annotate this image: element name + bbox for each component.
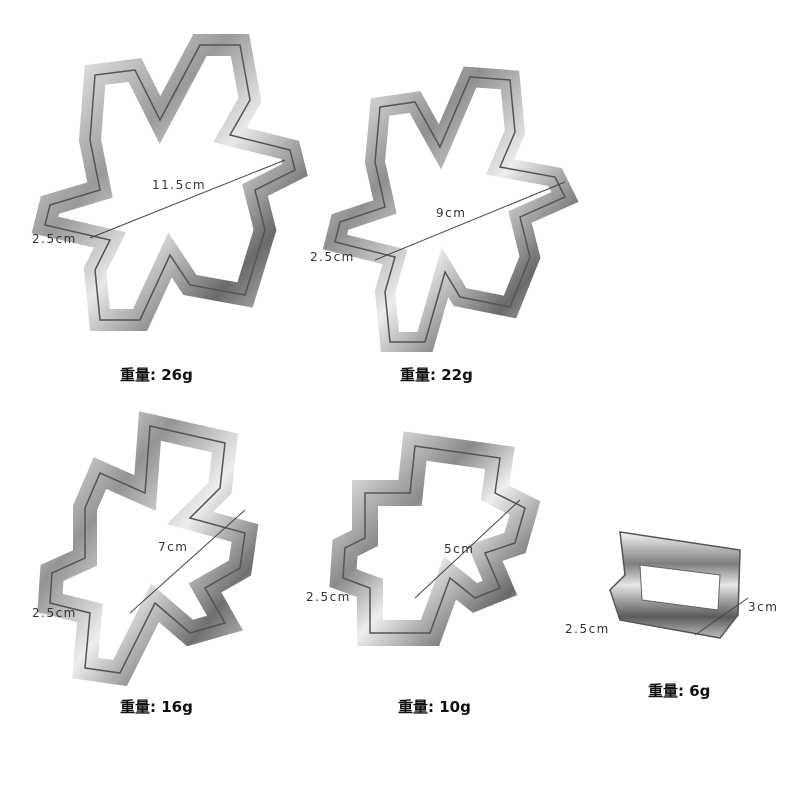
snowflake-cutter-11-5cm [31,34,310,331]
snowflake-cookie-cutter-icon [322,66,579,352]
square-cookie-cutter-icon [609,531,749,639]
depth-label: 2.5cm [32,606,77,620]
snowflake-cookie-cutter-icon [37,411,259,687]
diameter-label: 5cm [444,542,475,556]
diameter-label: 3cm [748,600,779,614]
snowflake-cutter-7cm [37,411,260,688]
snowflake-cookie-cutter-icon [31,34,308,331]
depth-label: 2.5cm [32,232,77,246]
snowflake-cutter-5cm [329,431,541,648]
weight-prefix: 重量: [120,366,156,384]
weight-label: 重量: 16g [120,696,193,717]
weight-label: 重量: 26g [120,364,193,385]
weight-value: 6g [689,682,711,700]
weight-prefix: 重量: [120,698,156,716]
weight-value: 26g [161,366,193,384]
snowflake-cookie-cutter-icon [329,431,541,646]
depth-label: 2.5cm [310,250,355,264]
weight-value: 10g [439,698,471,716]
small-cutter-3cm [600,520,750,650]
weight-prefix: 重量: [400,366,436,384]
diameter-label: 7cm [158,540,189,554]
diameter-label: 9cm [436,206,467,220]
snowflake-cutter-9cm [322,66,580,352]
weight-label: 重量: 22g [400,364,473,385]
weight-label: 重量: 10g [398,696,471,717]
diameter-label: 11.5cm [152,178,207,192]
depth-label: 2.5cm [306,590,351,604]
weight-prefix: 重量: [398,698,434,716]
weight-label: 重量: 6g [648,680,710,701]
weight-value: 22g [441,366,473,384]
weight-prefix: 重量: [648,682,684,700]
weight-value: 16g [161,698,193,716]
depth-label: 2.5cm [565,622,610,636]
